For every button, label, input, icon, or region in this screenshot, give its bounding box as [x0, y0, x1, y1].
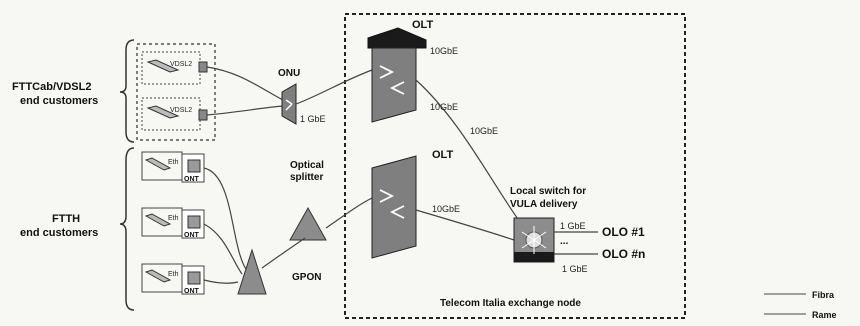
vdsl-customers-group — [136, 43, 216, 141]
eth-tag-2: Eth — [168, 215, 179, 222]
vdsl-tag-1: VDSL2 — [170, 61, 192, 68]
exchange-node-boundary — [344, 13, 686, 319]
fiber-ont-1 — [203, 167, 249, 273]
vdsl-modem-2 — [141, 97, 208, 131]
olo-n-label: OLO #n — [602, 247, 645, 261]
olo-1-label: OLO #1 — [602, 225, 645, 239]
ten-gbe-bottom: 10GbE — [432, 204, 460, 214]
onu-gbe-label: 1 GbE — [300, 114, 326, 124]
vdsl-modem-1 — [141, 51, 208, 85]
splitter-small — [237, 248, 267, 295]
legend-rame-label: Rame — [812, 310, 837, 320]
copper-line-1 — [206, 66, 284, 101]
ftth-customer-2 — [141, 207, 205, 239]
ten-gbe-mid2: 10GbE — [470, 126, 498, 136]
optical-splitter — [289, 206, 327, 241]
switch-label-line1: Local switch for — [510, 186, 586, 197]
switch-gbe-bottom: 1 GbE — [562, 264, 588, 274]
gpon-label: GPON — [292, 272, 321, 283]
local-switch — [513, 217, 555, 263]
ftth-label-line2: end customers — [20, 227, 98, 239]
switch-dots: ... — [560, 236, 569, 247]
fiber-onu-olt — [295, 69, 373, 105]
legend-fibra-label: Fibra — [812, 290, 835, 300]
legend: Fibra Rame — [764, 290, 837, 320]
fiber-ont-2 — [203, 223, 243, 275]
eth-tag-1: Eth — [168, 159, 179, 166]
switch-label-line2: VULA delivery — [510, 199, 578, 210]
copper-line-2 — [206, 105, 284, 116]
ftth-brace — [119, 147, 135, 311]
olt-top-device — [367, 27, 427, 123]
ont-tag-2: ONT — [184, 232, 200, 239]
ten-gbe-mid1: 10GbE — [430, 102, 458, 112]
exchange-node-label: Telecom Italia exchange node — [440, 298, 581, 309]
ftth-customer-1 — [141, 151, 205, 183]
olt-top-label: OLT — [412, 19, 433, 31]
optical-splitter-line2: splitter — [290, 172, 323, 183]
fiber-olt-bottom-switch — [415, 209, 515, 241]
ftth-label-line1: FTTH — [52, 213, 80, 225]
onu-label: ONU — [278, 68, 300, 79]
switch-gbe-top: 1 GbE — [560, 221, 586, 231]
onu-device — [281, 83, 297, 125]
ont-tag-3: ONT — [184, 288, 200, 295]
fiber-olt-top-switch — [415, 79, 521, 223]
olt-bottom-device — [371, 155, 417, 259]
fttcab-label-line1: FTTCab/VDSL2 — [12, 81, 91, 93]
optical-splitter-line1: Optical — [290, 160, 324, 171]
eth-tag-3: Eth — [168, 271, 179, 278]
fttcab-brace — [119, 39, 135, 143]
gpon-fiber — [325, 197, 373, 229]
olt-bottom-label: OLT — [432, 149, 453, 161]
fttcab-label-line2: end customers — [20, 95, 98, 107]
vdsl-tag-2: VDSL2 — [170, 107, 192, 114]
ont-tag-1: ONT — [184, 176, 200, 183]
ftth-customer-3 — [141, 263, 205, 295]
ten-gbe-top: 10GbE — [430, 46, 458, 56]
fiber-ont-3 — [203, 279, 239, 284]
fiber-splitter-chain — [261, 237, 306, 269]
